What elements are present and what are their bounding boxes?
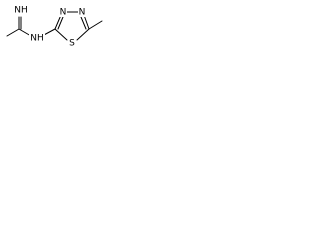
bond-c2-n3-a: [54, 14, 62, 30]
amide-nh-bg: [29, 32, 45, 43]
amide-nh-label: NH: [30, 34, 44, 44]
bond-c2-n3-b: [57, 16, 64, 30]
bond-n4-c5-b: [80, 16, 87, 30]
ring-n4-bg: [78, 6, 86, 17]
bond-s-c2: [54, 28, 68, 41]
bond-methyl-amidine: [6, 28, 20, 37]
atom-labels: NH NH N N S: [13, 4, 86, 49]
bond-c5-s: [76, 28, 90, 41]
ring-n3-label: N: [60, 8, 67, 18]
ring-n3-bg: [59, 6, 67, 17]
bonds: [6, 11, 103, 41]
ring-s-bg: [68, 37, 76, 48]
molecule-structure: NH NH N N S: [6, 4, 103, 49]
ring-s-label: S: [69, 39, 75, 49]
imine-nh-bg: [13, 4, 29, 15]
bond-c5-methyl: [88, 20, 103, 30]
bond-n4-c5-a: [83, 14, 90, 30]
ring-n4-label: N: [79, 8, 86, 18]
imine-nh-label: NH: [14, 6, 28, 16]
